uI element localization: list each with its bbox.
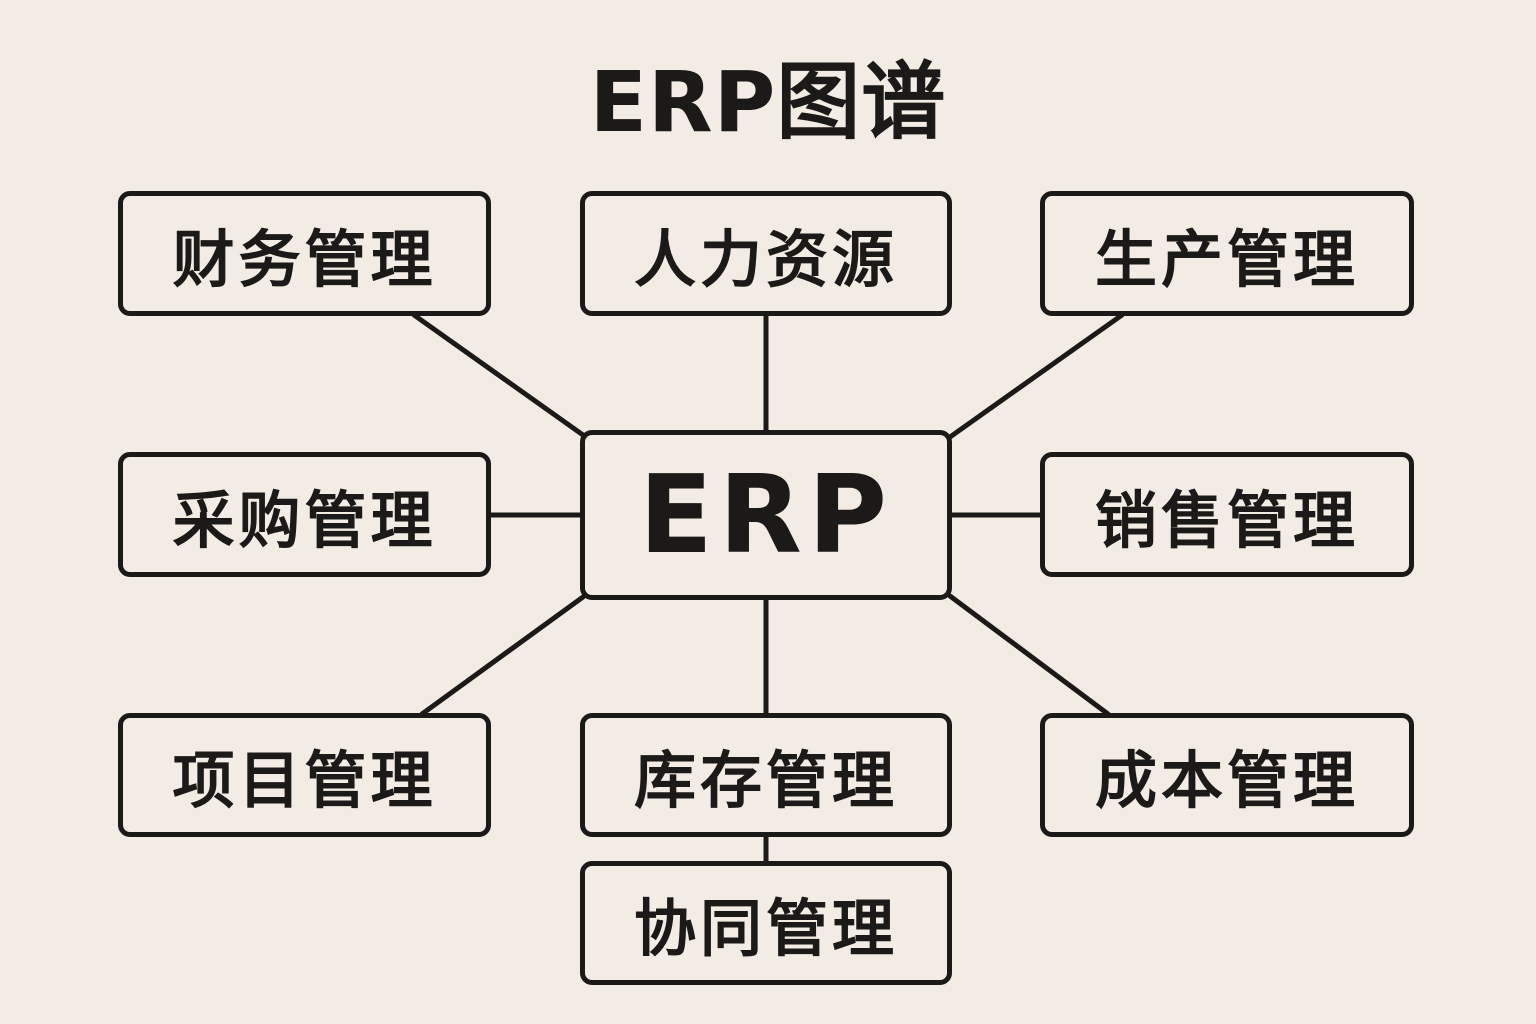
module-node-production[interactable]: 生产管理	[1040, 191, 1414, 316]
module-label: 销售管理	[1094, 483, 1359, 557]
module-label: 库存管理	[633, 744, 898, 817]
module-node-hr[interactable]: 人力资源	[580, 191, 952, 316]
module-node-sales[interactable]: 销售管理	[1040, 452, 1414, 577]
module-label: 成本管理	[1094, 744, 1359, 817]
edge-erp-finance	[411, 312, 586, 438]
module-node-procurement[interactable]: 采购管理	[118, 452, 491, 577]
edge-erp-project	[419, 594, 586, 717]
module-node-project[interactable]: 项目管理	[118, 713, 491, 837]
module-label: 项目管理	[172, 744, 437, 817]
module-node-inventory[interactable]: 库存管理	[580, 713, 952, 837]
erp-center-label: ERP	[638, 452, 894, 578]
erp-center-node[interactable]: ERP	[580, 430, 952, 600]
module-label: 财务管理	[172, 222, 437, 296]
edge-erp-cost	[947, 593, 1111, 717]
module-label: 生产管理	[1094, 222, 1359, 296]
edge-erp-production	[947, 312, 1125, 440]
module-label: 人力资源	[633, 222, 898, 296]
diagram-title: ERP图谱	[589, 53, 947, 151]
module-node-finance[interactable]: 财务管理	[118, 191, 491, 316]
module-node-cost[interactable]: 成本管理	[1040, 713, 1414, 837]
module-label: 采购管理	[172, 483, 437, 557]
module-label: 协同管理	[633, 892, 898, 965]
module-node-collaboration[interactable]: 协同管理	[580, 861, 952, 985]
